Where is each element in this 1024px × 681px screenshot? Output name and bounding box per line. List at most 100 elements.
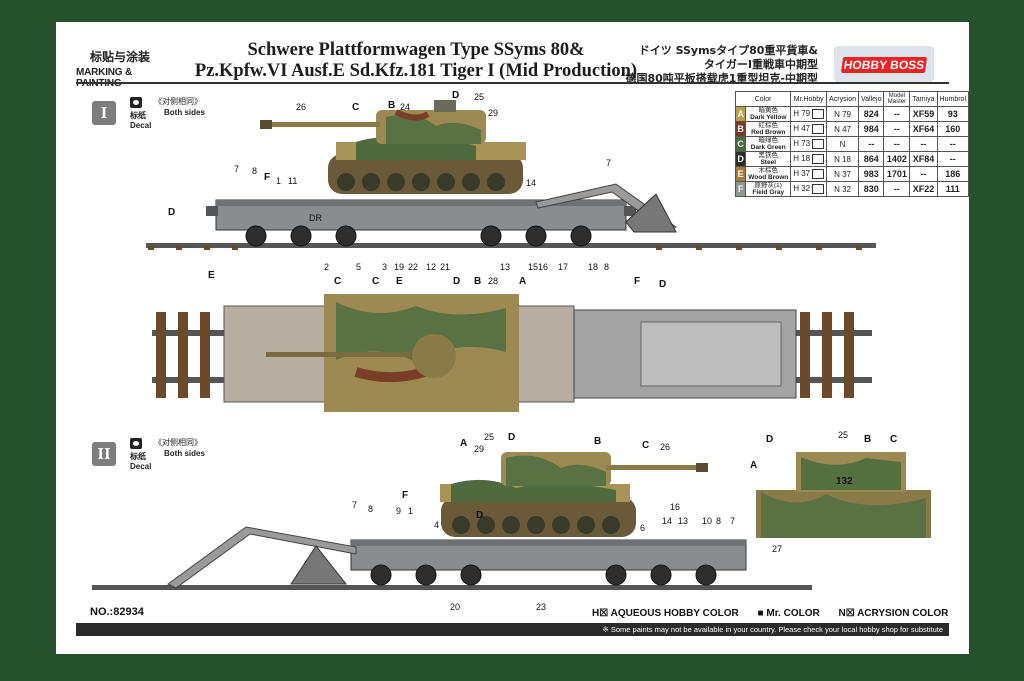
tiger-side-top — [260, 100, 526, 194]
turret-number: 132 — [836, 476, 853, 487]
callout-20: 20 — [450, 602, 460, 612]
legend-acrysion: N☒ ACRYSION COLOR — [838, 608, 949, 619]
callout-25: 25 — [484, 432, 494, 442]
both-sides-en: Both sides — [164, 449, 205, 458]
callout-7: 7 — [234, 164, 239, 174]
callout-26: 26 — [660, 442, 670, 452]
callout-21: 21 — [440, 262, 450, 272]
callout-16: 16 — [670, 502, 680, 512]
callout-15: 15 — [528, 262, 538, 272]
callout-29: 29 — [488, 108, 498, 118]
callout-13: 13 — [500, 262, 510, 272]
color-name: 原野灰(1)Field Gray — [745, 181, 792, 197]
cn-line-3: 德国80吨平板搭载虎1重型坦克-中期型 — [625, 72, 818, 85]
tiger-rear-view: 132 — [756, 452, 931, 538]
hobbyboss-logo: HOBBY BOSS — [834, 46, 934, 82]
callout-d: D — [452, 90, 459, 101]
callout-6: 6 — [640, 523, 645, 533]
callout-e: E — [208, 270, 215, 281]
page-title: Schwere Plattformwagen Type SSyms 80& Pz… — [186, 40, 646, 82]
callout-f: F — [634, 276, 640, 287]
section-badge-1: I — [92, 101, 116, 125]
callout-a: A — [750, 460, 757, 471]
drawings-layer: DR — [92, 90, 931, 612]
section-badge-2: II — [92, 442, 116, 466]
legend-mr-color: ■ Mr. COLOR — [757, 608, 820, 619]
both-sides-en: Both sides — [164, 108, 205, 117]
callout-b: B — [594, 436, 601, 447]
title-line-2: Pz.Kpfw.VI Ausf.E Sd.Kfz.181 Tiger I (Mi… — [194, 61, 638, 81]
callout-a: A — [519, 276, 526, 287]
tiger-side-bottom — [440, 452, 708, 537]
callout-11: 11 — [288, 176, 297, 186]
callout-29: 29 — [474, 444, 484, 454]
callout-7: 7 — [730, 516, 735, 526]
callout-b: B — [388, 100, 395, 111]
callout-b: B — [864, 434, 871, 445]
decal-note-2: 《对侧相同》 标纸 Decal Both sides — [130, 438, 205, 472]
header-rule — [76, 82, 949, 84]
callout-14: 14 — [662, 516, 672, 526]
callout-4: 4 — [434, 520, 439, 530]
localized-title: ドイツ SSymsタイプ80重平貨車& タイガーⅠ重戦車中期型 德国80吨平板搭… — [612, 44, 818, 86]
callout-f: F — [264, 172, 270, 183]
callout-a: A — [460, 438, 467, 449]
callout-2: 2 — [324, 262, 329, 272]
col-humbrol: Humbrol — [936, 91, 970, 107]
legend-aqueous: H☒ AQUEOUS HOBBY COLOR — [592, 608, 739, 619]
callout-25: 25 — [838, 430, 848, 440]
callout-d: D — [453, 276, 460, 287]
tamiya-code: XF22 — [909, 181, 938, 197]
callout-e: E — [396, 276, 403, 287]
decal-note-1: 《对侧相同》 标纸 Decal Both sides — [130, 97, 205, 131]
paint-legend: H☒ AQUEOUS HOBBY COLOR ■ Mr. COLOR N☒ AC… — [592, 608, 964, 619]
callout-c: C — [334, 276, 341, 287]
callout-d: D — [659, 279, 666, 290]
ramp-top — [535, 183, 677, 233]
callout-28: 28 — [488, 276, 498, 286]
callout-c: C — [352, 102, 359, 113]
decal-label: Decal — [130, 121, 152, 130]
callout-f: F — [402, 490, 408, 501]
callout-7: 7 — [606, 158, 611, 168]
mrhobby-code: H 79 — [790, 106, 828, 122]
callout-25: 25 — [474, 92, 484, 102]
wagon-side-top: DR — [206, 199, 636, 247]
humbrol-code: 111 — [936, 181, 970, 197]
callout-c: C — [642, 440, 649, 451]
wagon-mark: DR — [309, 213, 322, 223]
rail-top — [146, 243, 876, 250]
callout-d: D — [766, 434, 773, 445]
callout-3: 3 — [382, 262, 387, 272]
title-line-1: Schwere Plattformwagen Type SSyms 80& — [247, 40, 585, 60]
mrhobby-code: H 32 — [790, 181, 828, 197]
callout-17: 17 — [558, 262, 568, 272]
callout-d: D — [508, 432, 515, 443]
callout-d: D — [476, 510, 483, 521]
callout-8: 8 — [368, 504, 373, 514]
callout-8: 8 — [252, 166, 257, 176]
cn-label: 标贴与涂装 — [90, 50, 151, 64]
paint-color-table: Color Mr.Hobby Acrysion Vallejo Model Ma… — [734, 91, 970, 197]
callout-10: 10 — [702, 516, 712, 526]
mrhobby-code: H 37 — [790, 166, 828, 182]
callout-23: 23 — [536, 602, 546, 612]
acrysion-code: N 32 — [826, 181, 859, 197]
rail-bottom — [92, 585, 812, 590]
both-sides-cn: 《对侧相同》 — [154, 97, 202, 106]
model-number: NO.:82934 — [90, 606, 144, 618]
jp-line-1: ドイツ SSymsタイプ80重平貨車& — [638, 44, 818, 57]
vallejo-code: 830 — [857, 181, 885, 197]
decal-icon — [130, 97, 142, 108]
decal-cn: 标纸 — [130, 111, 146, 120]
callout-27: 27 — [772, 544, 782, 554]
callout-22: 22 — [408, 262, 418, 272]
callout-d: D — [168, 207, 175, 218]
